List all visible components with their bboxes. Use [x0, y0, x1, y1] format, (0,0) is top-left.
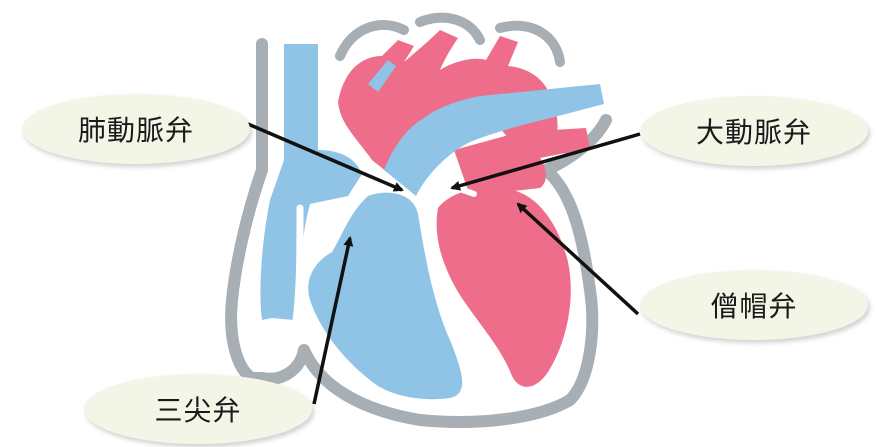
label-pulmonary-valve: 肺動脈弁 [22, 94, 250, 164]
label-tricuspid-valve: 三尖弁 [84, 374, 312, 444]
label-aortic-valve: 大動脈弁 [640, 96, 868, 166]
label-mitral-valve: 僧帽弁 [640, 270, 868, 340]
left-ventricle [437, 188, 571, 387]
